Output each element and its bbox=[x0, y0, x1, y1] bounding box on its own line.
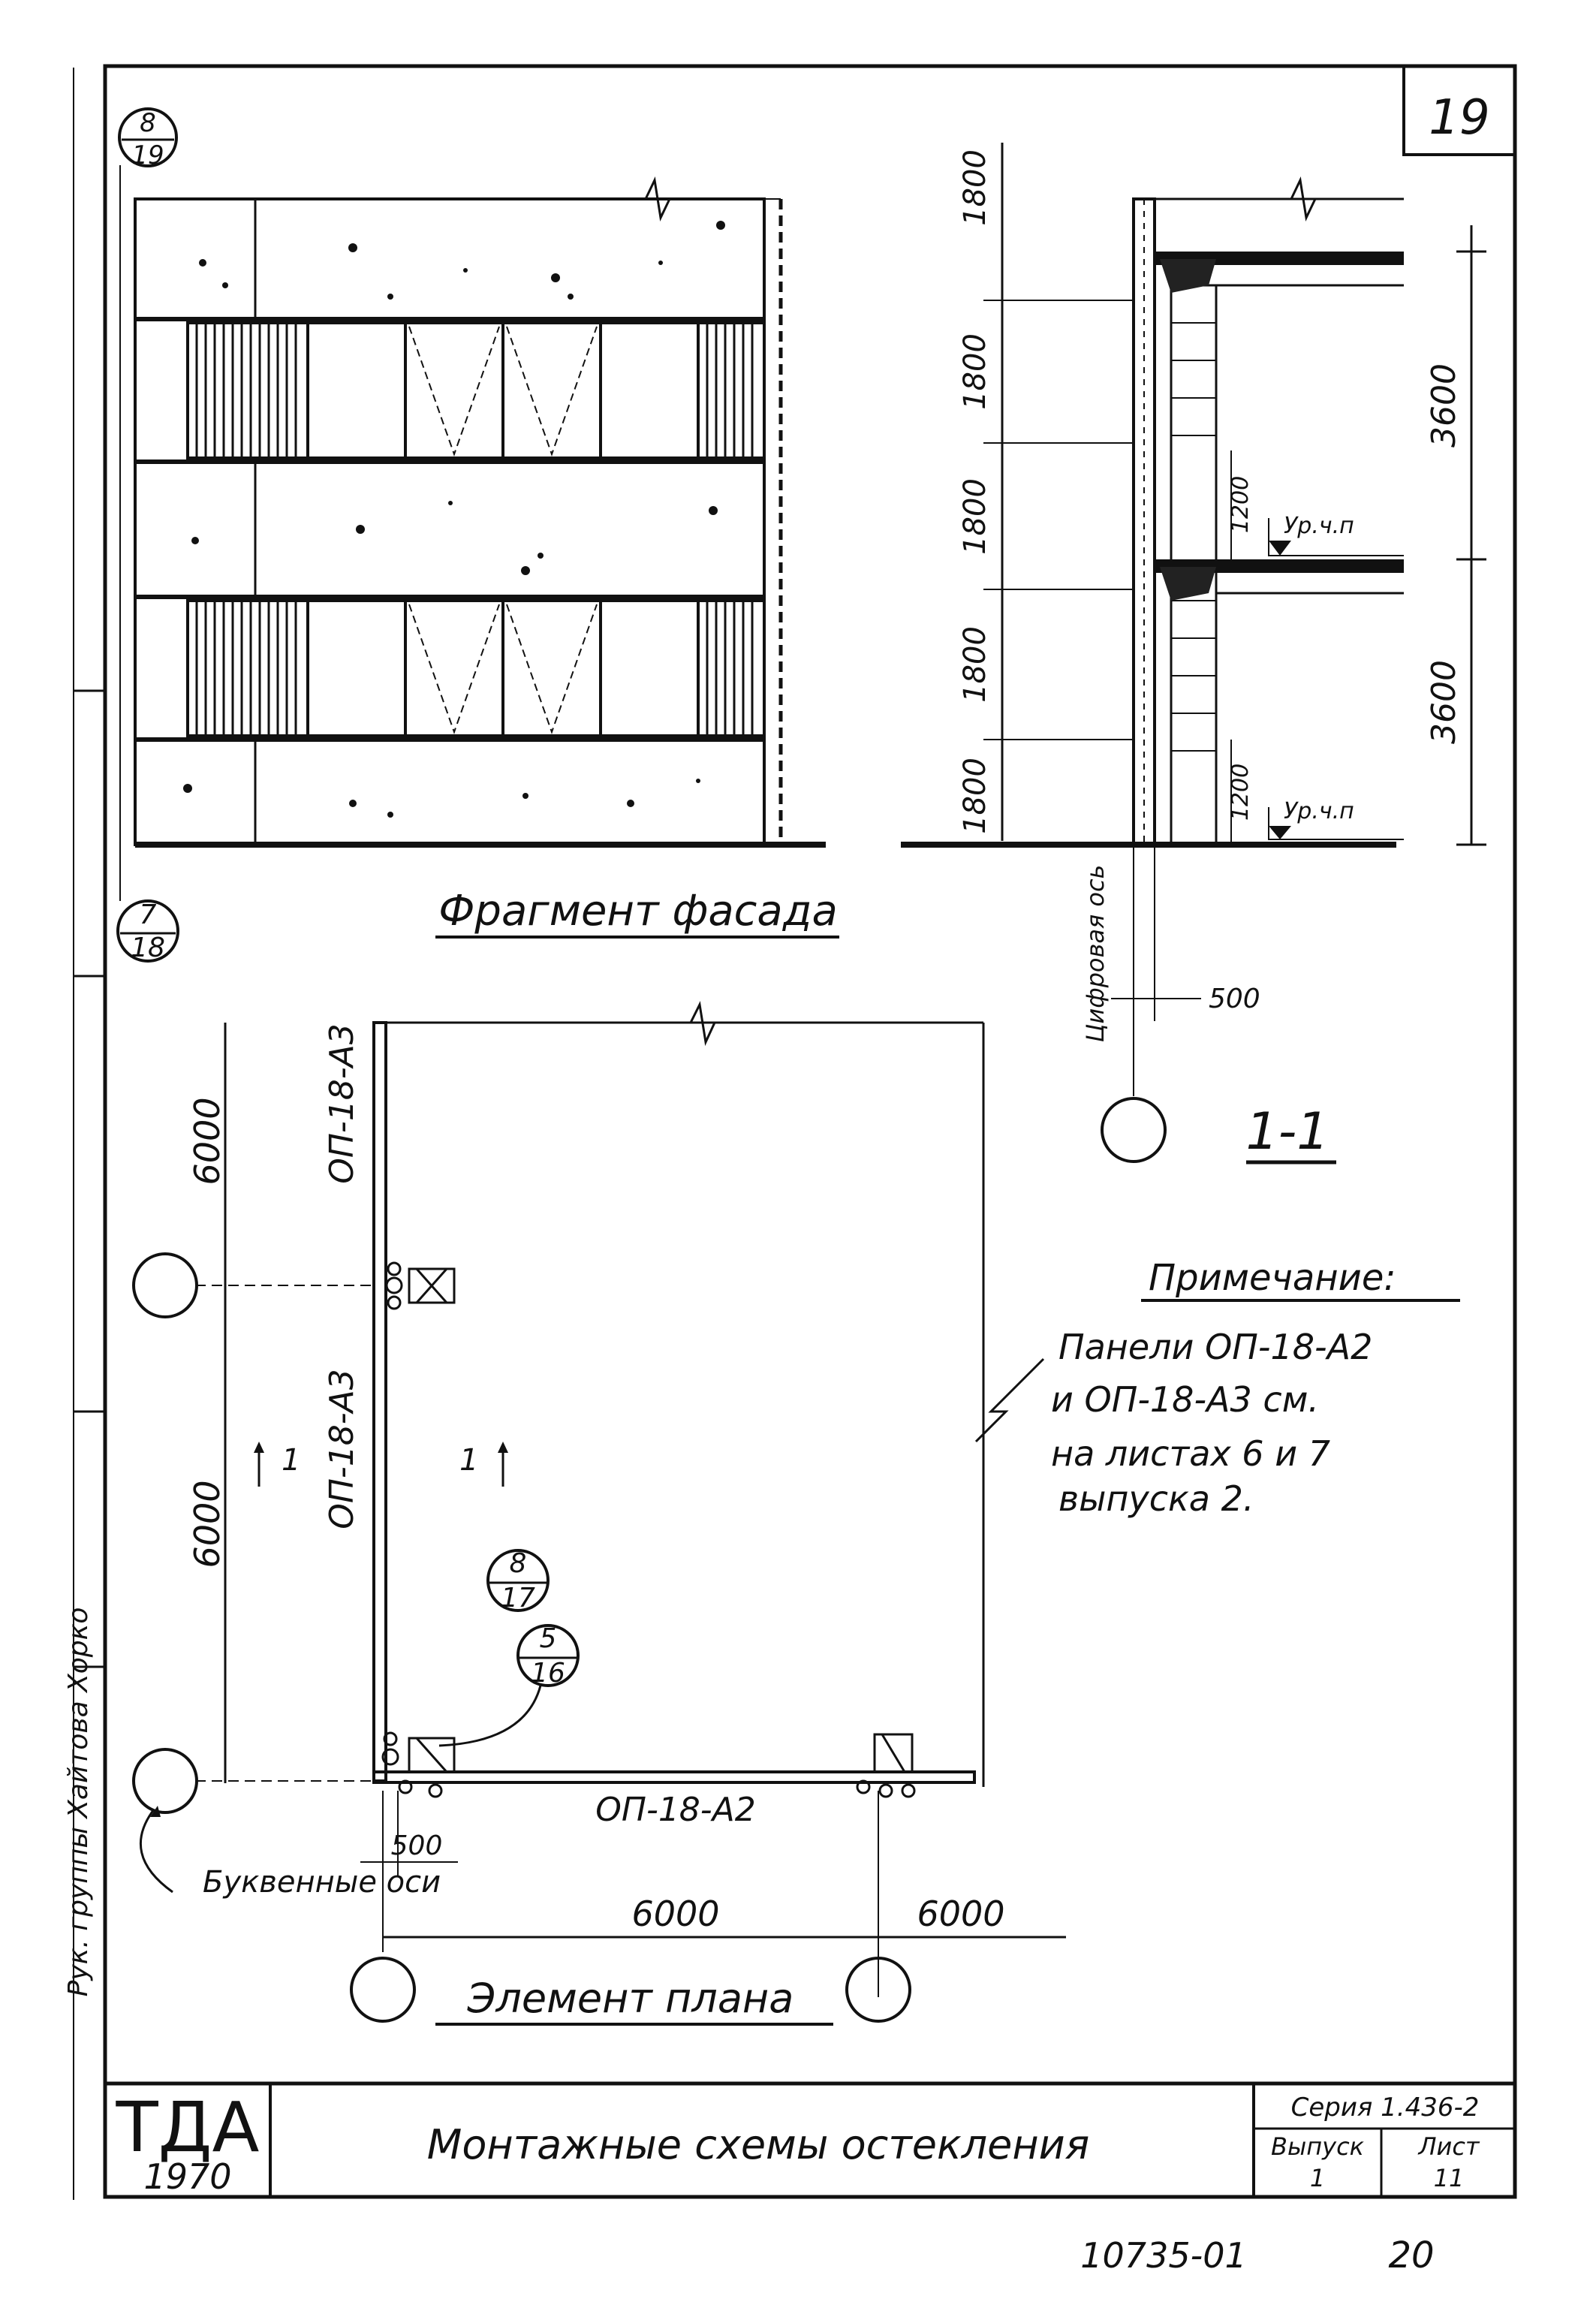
note-line-1: Панели ОП-18-А2 bbox=[1058, 1327, 1372, 1367]
drawing-title: Монтажные схемы остекления bbox=[427, 2121, 1090, 2168]
svg-text:1: 1 bbox=[459, 1443, 478, 1478]
axis-bubble-section bbox=[1101, 1097, 1167, 1163]
level-label-lower: Ур.ч.п bbox=[1284, 798, 1354, 824]
spandrel-panels bbox=[135, 199, 764, 845]
title-block: ТДА 1970 Монтажные схемы остекления Сери… bbox=[105, 2081, 1515, 2197]
sheet-label: Лист bbox=[1417, 2132, 1480, 2161]
dim-3600-lower: 3600 bbox=[1425, 660, 1463, 744]
axis-bubble-digit-2 bbox=[845, 1957, 911, 2023]
svg-text:18: 18 bbox=[131, 933, 165, 963]
dim-6000-vertical-top: 6000 bbox=[187, 1097, 227, 1185]
plan-joints bbox=[381, 1261, 916, 1798]
svg-text:5: 5 bbox=[540, 1623, 557, 1654]
panel-label-vertical-bottom: ОП-18-А3 bbox=[323, 1369, 361, 1529]
window-row-upper bbox=[186, 321, 766, 459]
dim-3600-upper: 3600 bbox=[1425, 363, 1463, 447]
svg-text:1200: 1200 bbox=[1227, 476, 1254, 533]
note-line-3: на листах 6 и 7 bbox=[1051, 1433, 1330, 1474]
issue-label: Выпуск bbox=[1271, 2132, 1365, 2161]
note-block: Примечание: Панели ОП-18-А2 и ОП-18-А3 с… bbox=[974, 1257, 1460, 1519]
issue-value: 1 bbox=[1310, 2164, 1325, 2192]
callout-plan-8-17: 8 17 bbox=[486, 1548, 550, 1614]
facade-fragment: 8 19 bbox=[116, 107, 839, 963]
level-label-upper: Ур.ч.п bbox=[1284, 513, 1354, 539]
series-label: Серия 1.436-2 bbox=[1291, 2093, 1480, 2123]
plan-element: ОП-18-А3 ОП-18-А3 ОП-18-А2 1 1 8 17 bbox=[132, 1001, 1066, 2026]
panel-label-horizontal: ОП-18-А2 bbox=[595, 1791, 756, 1829]
bottom-page: 20 bbox=[1388, 2234, 1434, 2276]
axis-bubble-letter-2 bbox=[132, 1748, 198, 1814]
facade-title: Фрагмент фасада bbox=[438, 887, 838, 936]
dim-6000-horizontal-2: 6000 bbox=[917, 1894, 1004, 1934]
svg-text:16: 16 bbox=[531, 1658, 565, 1689]
svg-text:1800: 1800 bbox=[958, 758, 992, 834]
callout-facade-side: 7 18 bbox=[116, 899, 179, 963]
svg-text:1: 1 bbox=[282, 1443, 300, 1478]
note-heading: Примечание: bbox=[1149, 1257, 1396, 1299]
callout-plan-5-16: 5 16 bbox=[438, 1623, 580, 1747]
axis-bubble-digit-1 bbox=[350, 1957, 416, 2023]
svg-text:1800: 1800 bbox=[958, 333, 992, 410]
svg-text:19: 19 bbox=[131, 140, 164, 170]
org-mark: ТДА bbox=[115, 2087, 259, 2168]
margin-stamp: Рук. группы Хайтова Хорко bbox=[63, 1607, 94, 1997]
svg-text:1800: 1800 bbox=[958, 149, 992, 226]
svg-text:17: 17 bbox=[501, 1583, 535, 1614]
section-dims-left: 1800 1800 1800 1800 1800 bbox=[958, 149, 992, 834]
sheet-frame bbox=[73, 64, 1517, 2200]
sheet-value: 11 bbox=[1434, 2164, 1465, 2192]
svg-text:1800: 1800 bbox=[958, 478, 992, 555]
plan-title: Элемент плана bbox=[467, 1975, 794, 2022]
section-1-1: 1800 1800 1800 1800 1800 3600 bbox=[901, 143, 1486, 1165]
axis-label-digital: Цифровая ось bbox=[1081, 865, 1110, 1043]
bottom-code: 10735-01 bbox=[1080, 2235, 1246, 2276]
year: 1970 bbox=[143, 2156, 231, 2197]
callout-facade-top: 8 19 bbox=[118, 107, 178, 170]
dim-6000-vertical-bottom: 6000 bbox=[187, 1480, 227, 1568]
note-line-4: выпуска 2. bbox=[1058, 1478, 1254, 1519]
section-marks: 1 1 bbox=[254, 1442, 508, 1487]
svg-text:1800: 1800 bbox=[958, 626, 992, 703]
dim-500-plan: 500 bbox=[391, 1830, 443, 1861]
svg-text:8: 8 bbox=[140, 108, 156, 138]
note-line-2: и ОП-18-А3 см. bbox=[1051, 1379, 1319, 1420]
window-row-lower bbox=[186, 599, 766, 737]
panel-label-vertical-top: ОП-18-А3 bbox=[323, 1023, 361, 1184]
dim-500-section: 500 bbox=[1209, 984, 1260, 1014]
svg-text:8: 8 bbox=[510, 1548, 527, 1579]
sheet-number: 19 bbox=[1429, 90, 1489, 146]
axis-note: Буквенные оси bbox=[203, 1865, 441, 1900]
section-title: 1-1 bbox=[1245, 1102, 1329, 1162]
axis-bubble-letter-1 bbox=[132, 1252, 198, 1318]
dim-6000-horizontal-1: 6000 bbox=[631, 1894, 719, 1934]
svg-text:7: 7 bbox=[140, 899, 157, 930]
sheet-number-box: 19 bbox=[1402, 65, 1516, 156]
svg-text:1200: 1200 bbox=[1227, 764, 1254, 821]
